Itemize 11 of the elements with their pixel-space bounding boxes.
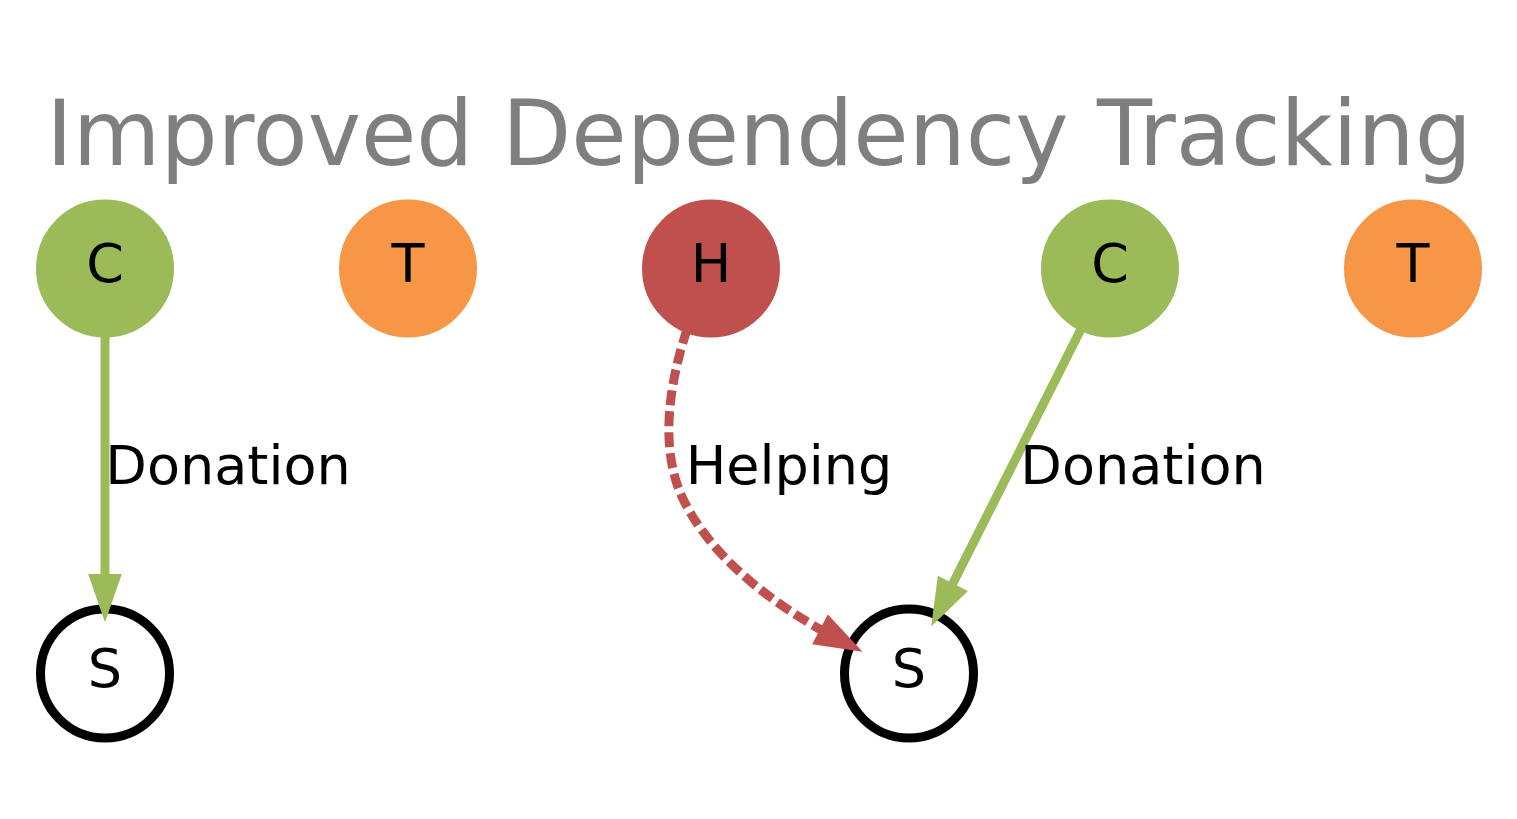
diagram-title: Improved Dependency Tracking — [45, 81, 1472, 186]
node-circle: T — [1343, 199, 1482, 338]
node-circle: C — [1040, 199, 1179, 338]
node-circle: S — [839, 604, 978, 743]
node-circle: T — [338, 199, 477, 338]
node-circle: S — [35, 604, 174, 743]
edge-label: Donation — [1019, 434, 1266, 498]
node-circle: C — [35, 199, 174, 338]
edge-label: Helping — [685, 434, 892, 498]
edge-label: Donation — [104, 434, 351, 498]
node-circle: H — [641, 199, 780, 338]
